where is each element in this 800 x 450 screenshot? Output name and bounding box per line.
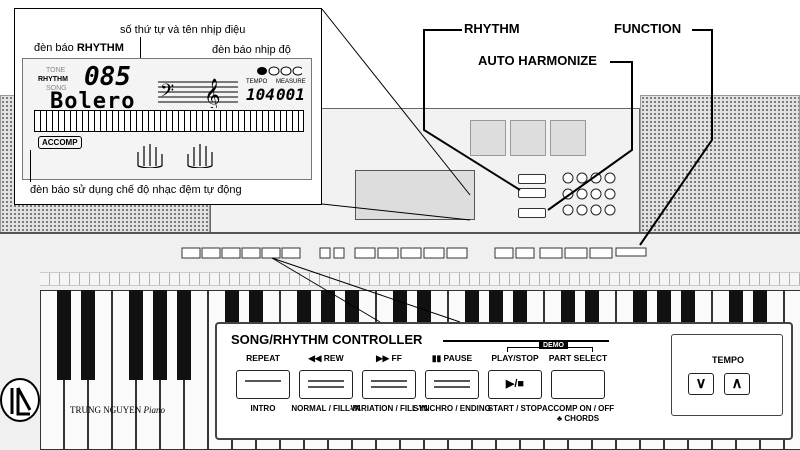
demo-badge: DEMO — [539, 342, 568, 349]
controller-bottom-label: NORMAL / FILL-IN — [286, 404, 366, 414]
black-key[interactable] — [153, 290, 167, 380]
controller-top-label: REPEAT — [246, 353, 280, 363]
controller-bottom-label: SYNCHRO / ENDING — [412, 404, 492, 414]
rhythm-button[interactable] — [518, 188, 546, 198]
demo-bracket — [507, 347, 593, 352]
button-line-icon — [434, 380, 470, 382]
auto-harmonize-button[interactable] — [518, 208, 546, 218]
controller-button[interactable] — [299, 370, 353, 399]
black-key[interactable] — [57, 290, 71, 380]
hands-icon — [130, 138, 230, 169]
play-stop-icon: ▶/■ — [505, 378, 525, 390]
svg-text:𝄢: 𝄢 — [160, 81, 174, 106]
controller-bottom-text-2: ♣ CHORDS — [556, 414, 600, 423]
controller-bottom-text: NORMAL / FILL-IN — [291, 404, 361, 413]
controller-bottom-label: VARIATION / FILL-IN — [349, 404, 429, 414]
controller-title: SONG/RHYTHM CONTROLLER — [231, 332, 423, 347]
brand-name: TRUNG NGUYEN — [70, 405, 142, 415]
controller-top-label: ▶▶ FF — [376, 353, 402, 363]
accomp-badge: ACCOMP — [38, 136, 82, 149]
lcd-rhythm-name: Bolero — [50, 89, 136, 114]
lcd-keyboard-strip — [34, 110, 304, 132]
button-line-icon — [245, 380, 281, 382]
staff-icon: 𝄢 𝄞 — [158, 78, 238, 112]
measure-label: MEASURE — [276, 79, 306, 85]
black-key[interactable] — [129, 290, 143, 380]
rhythm-number-name-label: số thứ tự và tên nhịp điệu — [120, 24, 246, 36]
rhythm-callout: RHYTHM — [464, 21, 520, 36]
numeric-keypad[interactable] — [560, 170, 620, 220]
rhythm-indicator-bold: RHYTHM — [76, 42, 124, 54]
upper-button-row — [180, 245, 650, 263]
controller-bottom-label: INTRO — [223, 404, 303, 414]
tempo-title: TEMPO — [711, 355, 744, 365]
controller-bottom-text: START / STOP — [487, 404, 543, 413]
staff-clefs: 𝄢 𝄞 — [158, 74, 238, 112]
accomp-indicator-label: đèn báo sử dụng chế độ nhạc đệm tự động — [30, 184, 242, 196]
keypad-buttons-icon — [562, 172, 616, 216]
mode-rhythm: RHYTHM — [38, 76, 68, 83]
black-key[interactable] — [81, 290, 95, 380]
button-line-icon — [434, 386, 470, 388]
controller-bottom-label: START / STOP — [475, 404, 555, 414]
tempo-indicator-label: đèn báo nhịp độ — [212, 44, 291, 56]
controller-button[interactable] — [236, 370, 290, 399]
tempo-value: 104 — [246, 85, 275, 104]
controller-bottom-text: SYNCHRO / ENDING — [413, 404, 491, 413]
controller-bottom-label: ACCOMP ON / OFF♣ CHORDS — [538, 404, 618, 424]
brand-suffix: Piano — [143, 405, 166, 415]
controller-button[interactable] — [425, 370, 479, 399]
panel-strip-2 — [510, 120, 546, 156]
button-line-icon — [308, 386, 344, 388]
black-key[interactable] — [177, 290, 191, 380]
button-line-icon — [371, 380, 407, 382]
mode-song: SONG — [46, 85, 67, 92]
controller-top-label: PLAY/STOP — [491, 353, 539, 363]
controller-title-rule — [443, 340, 609, 342]
tempo-box: TEMPO ∨ ∧ — [671, 334, 783, 416]
controller-top-label: ◀◀ REW — [308, 353, 344, 363]
svg-text:𝄞: 𝄞 — [204, 78, 221, 108]
tempo-down-button[interactable]: ∨ — [688, 373, 714, 395]
controller-top-label: ▮▮ PAUSE — [431, 353, 473, 363]
button-line-icon — [308, 380, 344, 382]
chord-label-strip — [40, 272, 800, 286]
rhythm-indicator-label: đèn báo RHYTHM — [34, 42, 124, 54]
controller-bottom-text: INTRO — [250, 404, 276, 413]
rhythm-indicator-prefix: đèn báo — [34, 42, 77, 54]
controller-top-label: PART SELECT — [548, 353, 608, 363]
button-line-icon — [371, 386, 407, 388]
piano-logo-icon — [10, 387, 32, 416]
controller-button[interactable] — [362, 370, 416, 399]
brand-watermark: TRUNG NGUYEN Piano — [70, 405, 165, 415]
accomp-pointer-line — [30, 150, 31, 182]
beat-indicator-icon — [257, 66, 304, 76]
display-window — [355, 170, 475, 220]
brand-logo — [0, 378, 40, 422]
panel-strip-1 — [470, 120, 506, 156]
function-callout: FUNCTION — [614, 21, 682, 36]
mode-tone: TONE — [46, 67, 66, 74]
song-rhythm-controller-panel: SONG/RHYTHM CONTROLLER DEMO REPEAT INTRO ◀… — [215, 322, 793, 440]
controller-button[interactable]: ▶/■ — [488, 370, 542, 399]
tone-button[interactable] — [518, 174, 546, 184]
controller-bottom-text: ACCOMP ON / OFF — [541, 404, 615, 413]
auto-harmonize-callout: AUTO HARMONIZE — [478, 53, 597, 68]
tempo-up-button[interactable]: ∧ — [724, 373, 750, 395]
panel-strip-3 — [550, 120, 586, 156]
lcd-number: 085 — [84, 62, 131, 92]
controller-button[interactable] — [551, 370, 605, 399]
tempo-beat-icons — [256, 64, 304, 76]
tempo-label: TEMPO — [246, 79, 268, 85]
controller-bottom-text: VARIATION / FILL-IN — [350, 404, 428, 413]
measure-value: 001 — [276, 85, 305, 104]
